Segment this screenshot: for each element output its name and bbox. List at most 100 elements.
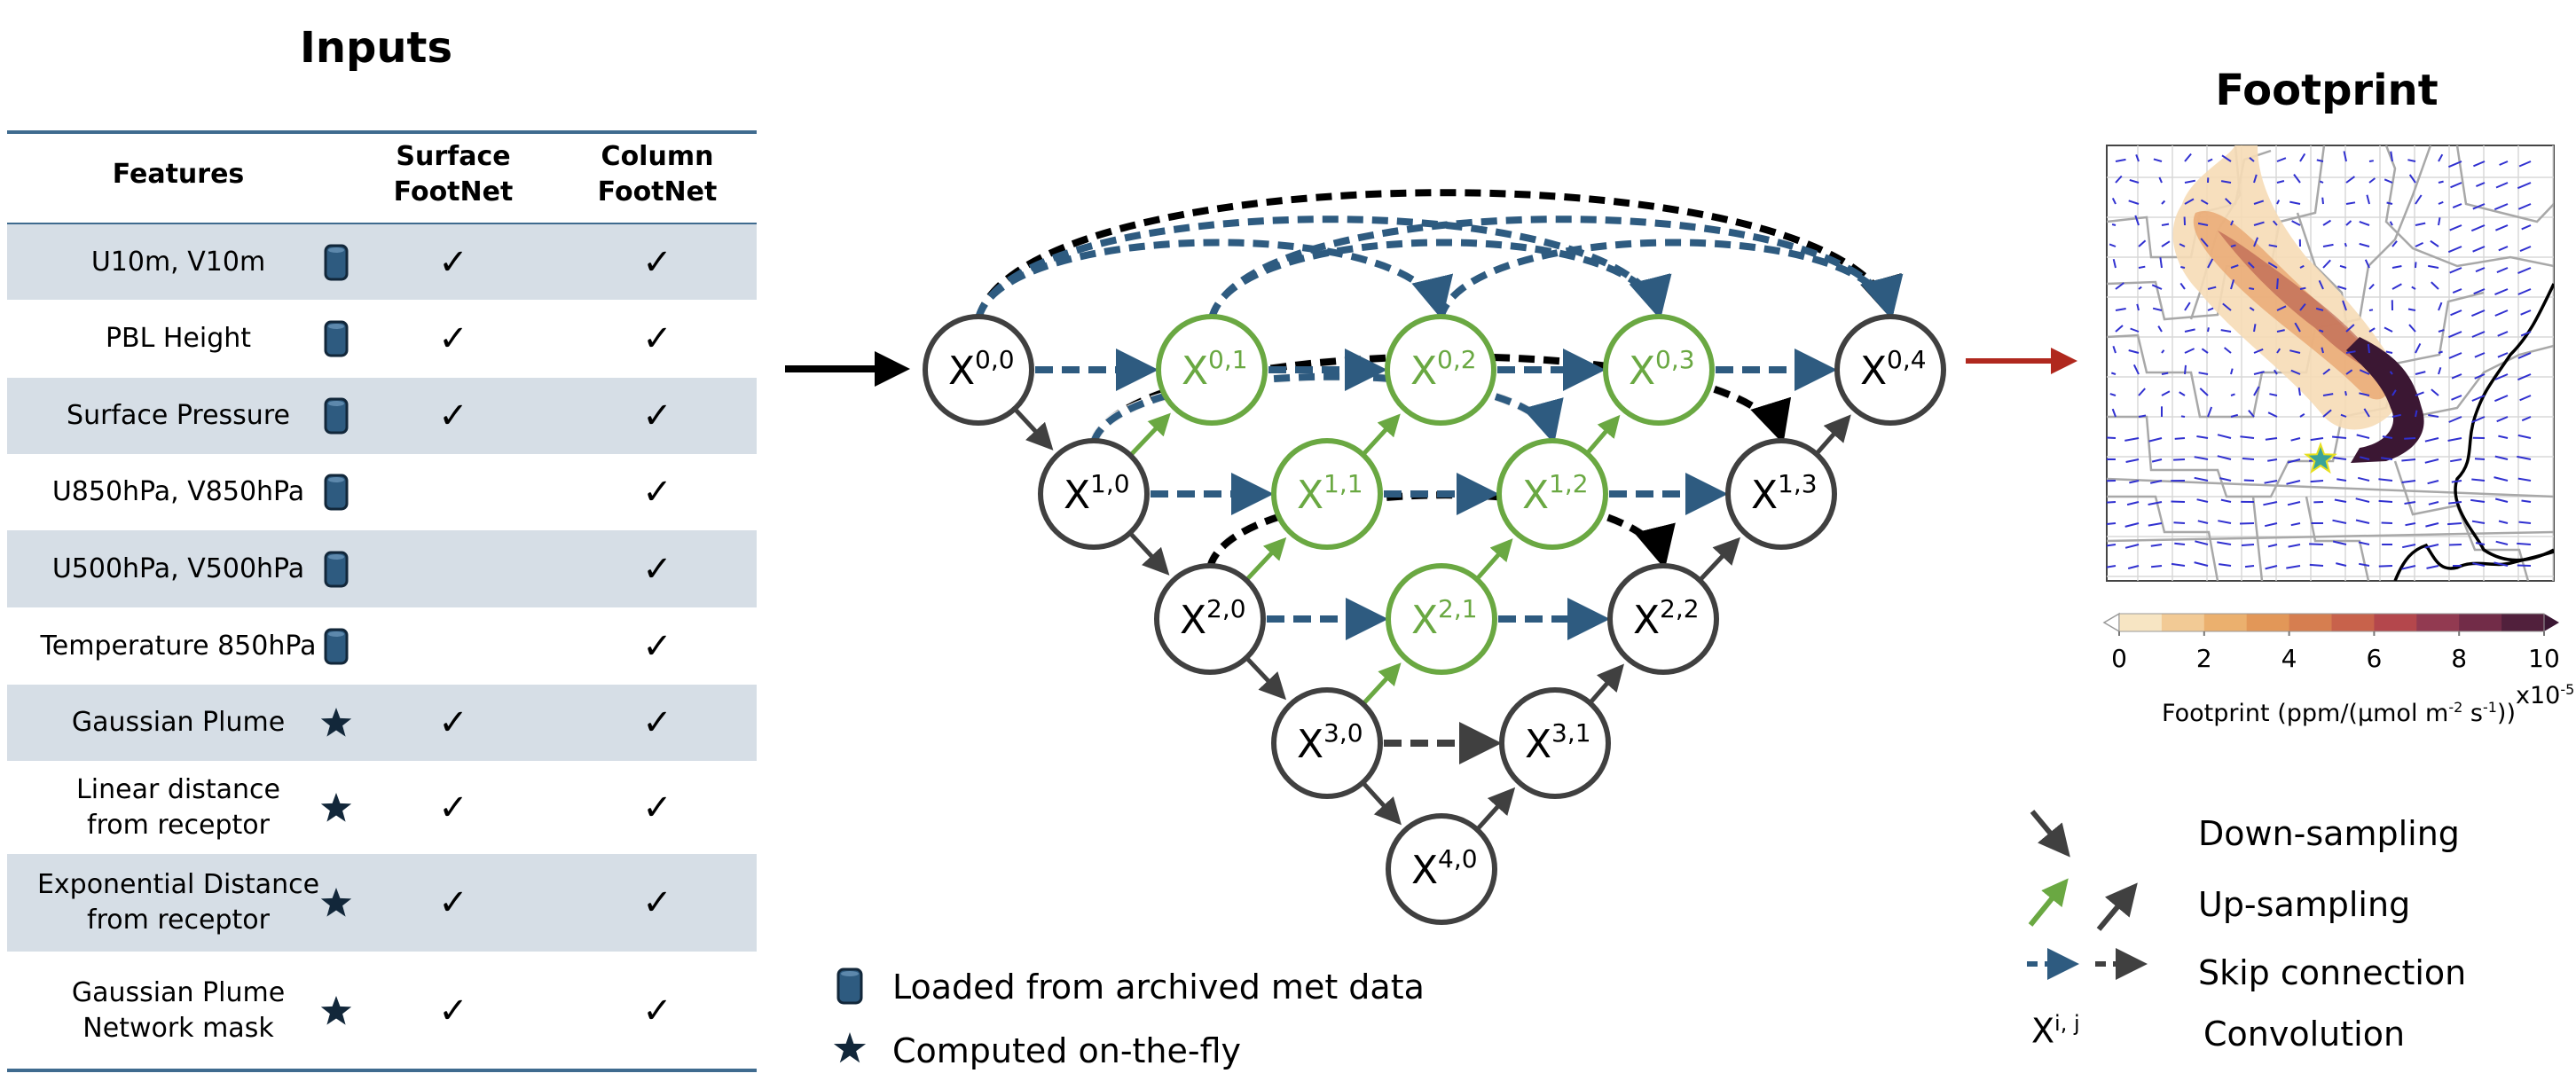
- wind-arrow: [2239, 522, 2255, 525]
- wind-arrow: [2368, 327, 2376, 333]
- wind-arrow: [2230, 244, 2236, 247]
- wind-arrow: [2184, 302, 2191, 311]
- wind-arrow: [2411, 286, 2416, 290]
- checkmark-icon: ✓: [642, 787, 672, 828]
- wind-arrow: [2428, 414, 2439, 418]
- wind-arrow: [2334, 498, 2347, 503]
- wind-arrow: [2345, 369, 2353, 375]
- wind-arrow: [2438, 217, 2441, 226]
- wind-arrow: [2401, 544, 2416, 549]
- colorbar-segment: [2374, 614, 2417, 631]
- colorbar-segment: [2501, 614, 2545, 631]
- wind-arrow: [2148, 437, 2163, 443]
- wind-arrow: [2124, 437, 2140, 442]
- wind-arrow: [2322, 409, 2332, 418]
- colorbar-tick-label: 0: [2111, 644, 2127, 673]
- wind-arrow: [2342, 300, 2347, 311]
- wind-arrow: [2415, 194, 2423, 205]
- wind-arrow: [2336, 562, 2347, 567]
- colorbar-segment: [2289, 614, 2332, 631]
- wind-arrow: [2138, 388, 2146, 396]
- wind-arrow: [2153, 158, 2163, 162]
- down-arrow-X10-X20: [1128, 531, 1170, 576]
- wind-arrow: [2289, 349, 2301, 354]
- wind-arrow: [2217, 434, 2232, 439]
- header-column-line1: Column: [601, 141, 714, 172]
- colorbar-label-sup2: -1: [2482, 699, 2497, 716]
- node-index: 2,2: [1660, 594, 1700, 623]
- colorbar-label-end: )): [2496, 700, 2516, 727]
- up-arrow-X21-X12: [1474, 538, 1513, 581]
- skip-arc-layer: [975, 189, 1904, 569]
- node-index: 3,0: [1323, 718, 1363, 748]
- wind-arrow: [2207, 286, 2217, 290]
- wind-arrow: [2230, 393, 2235, 396]
- wind-arrow: [2276, 305, 2287, 311]
- wind-arrow: [2276, 348, 2281, 354]
- colorbar-segment: [2331, 614, 2375, 631]
- wind-arrow: [2319, 329, 2324, 333]
- wind-arrow: [2498, 520, 2509, 524]
- wind-arrow: [2244, 565, 2255, 568]
- wind-arrow: [2431, 281, 2439, 290]
- database-icon: [324, 474, 349, 511]
- wind-arrow: [2249, 287, 2255, 290]
- wind-arrow: [2319, 180, 2324, 184]
- checkmark-icon: ✓: [438, 241, 468, 283]
- wind-arrow: [2115, 282, 2124, 290]
- wind-arrow: [2359, 562, 2370, 567]
- database-icon: [324, 397, 349, 435]
- node-index: 0,1: [1208, 345, 1248, 374]
- wind-arrow: [2415, 262, 2417, 269]
- wind-arrow: [2405, 522, 2416, 527]
- wind-arrow: [2519, 246, 2532, 253]
- wind-arrow: [2267, 458, 2278, 462]
- header-features: Features: [112, 159, 245, 190]
- wind-arrow: [2243, 479, 2255, 482]
- wind-arrow: [2448, 331, 2462, 339]
- wind-arrow: [2230, 368, 2234, 375]
- wind-arrow: [2386, 201, 2393, 205]
- skip-arc-X00-X02: [975, 239, 1453, 320]
- wind-arrow: [2355, 497, 2370, 503]
- feature-label: Gaussian Plume: [72, 705, 285, 740]
- colorbar-tick-label: 2: [2195, 644, 2212, 673]
- wind-arrow: [2195, 540, 2209, 545]
- wind-arrow: [2401, 458, 2416, 462]
- wind-arrow: [2265, 565, 2278, 570]
- colorbar-label-sup1: -2: [2448, 699, 2463, 716]
- node-label: X: [1297, 473, 1323, 518]
- wind-arrow: [2415, 241, 2424, 247]
- node-label: X: [1525, 722, 1551, 767]
- wind-arrow: [2447, 246, 2462, 254]
- wind-arrow: [2391, 389, 2397, 396]
- wind-arrow: [2253, 237, 2259, 247]
- feature-label-line: Linear distance: [76, 773, 280, 805]
- wind-arrow: [2174, 437, 2186, 440]
- wind-arrow: [2288, 544, 2301, 548]
- node-label: X: [1629, 349, 1655, 394]
- legend-database-label: Loaded from archived met data: [892, 968, 1425, 1007]
- colorbar-scale-prefix: x10: [2516, 682, 2561, 709]
- node-index: 1,2: [1549, 469, 1589, 498]
- table-row: Gaussian Plume✓✓: [7, 685, 757, 761]
- colorbar-under-triangle: [2102, 612, 2120, 633]
- wind-arrow: [2107, 544, 2117, 547]
- wind-arrow: [2381, 521, 2393, 524]
- feature-label-line: Surface Pressure: [67, 400, 290, 431]
- wind-arrow: [2230, 220, 2234, 226]
- wind-arrow: [2310, 437, 2324, 442]
- wind-arrow: [2517, 182, 2532, 190]
- wind-arrow: [2230, 264, 2239, 269]
- wind-arrow: [2363, 408, 2370, 418]
- wind-arrow: [2520, 331, 2532, 337]
- node-index: 1,3: [1778, 469, 1818, 498]
- wind-arrow: [2471, 416, 2486, 424]
- wind-arrow: [2299, 153, 2306, 162]
- wind-arrow: [2159, 257, 2163, 269]
